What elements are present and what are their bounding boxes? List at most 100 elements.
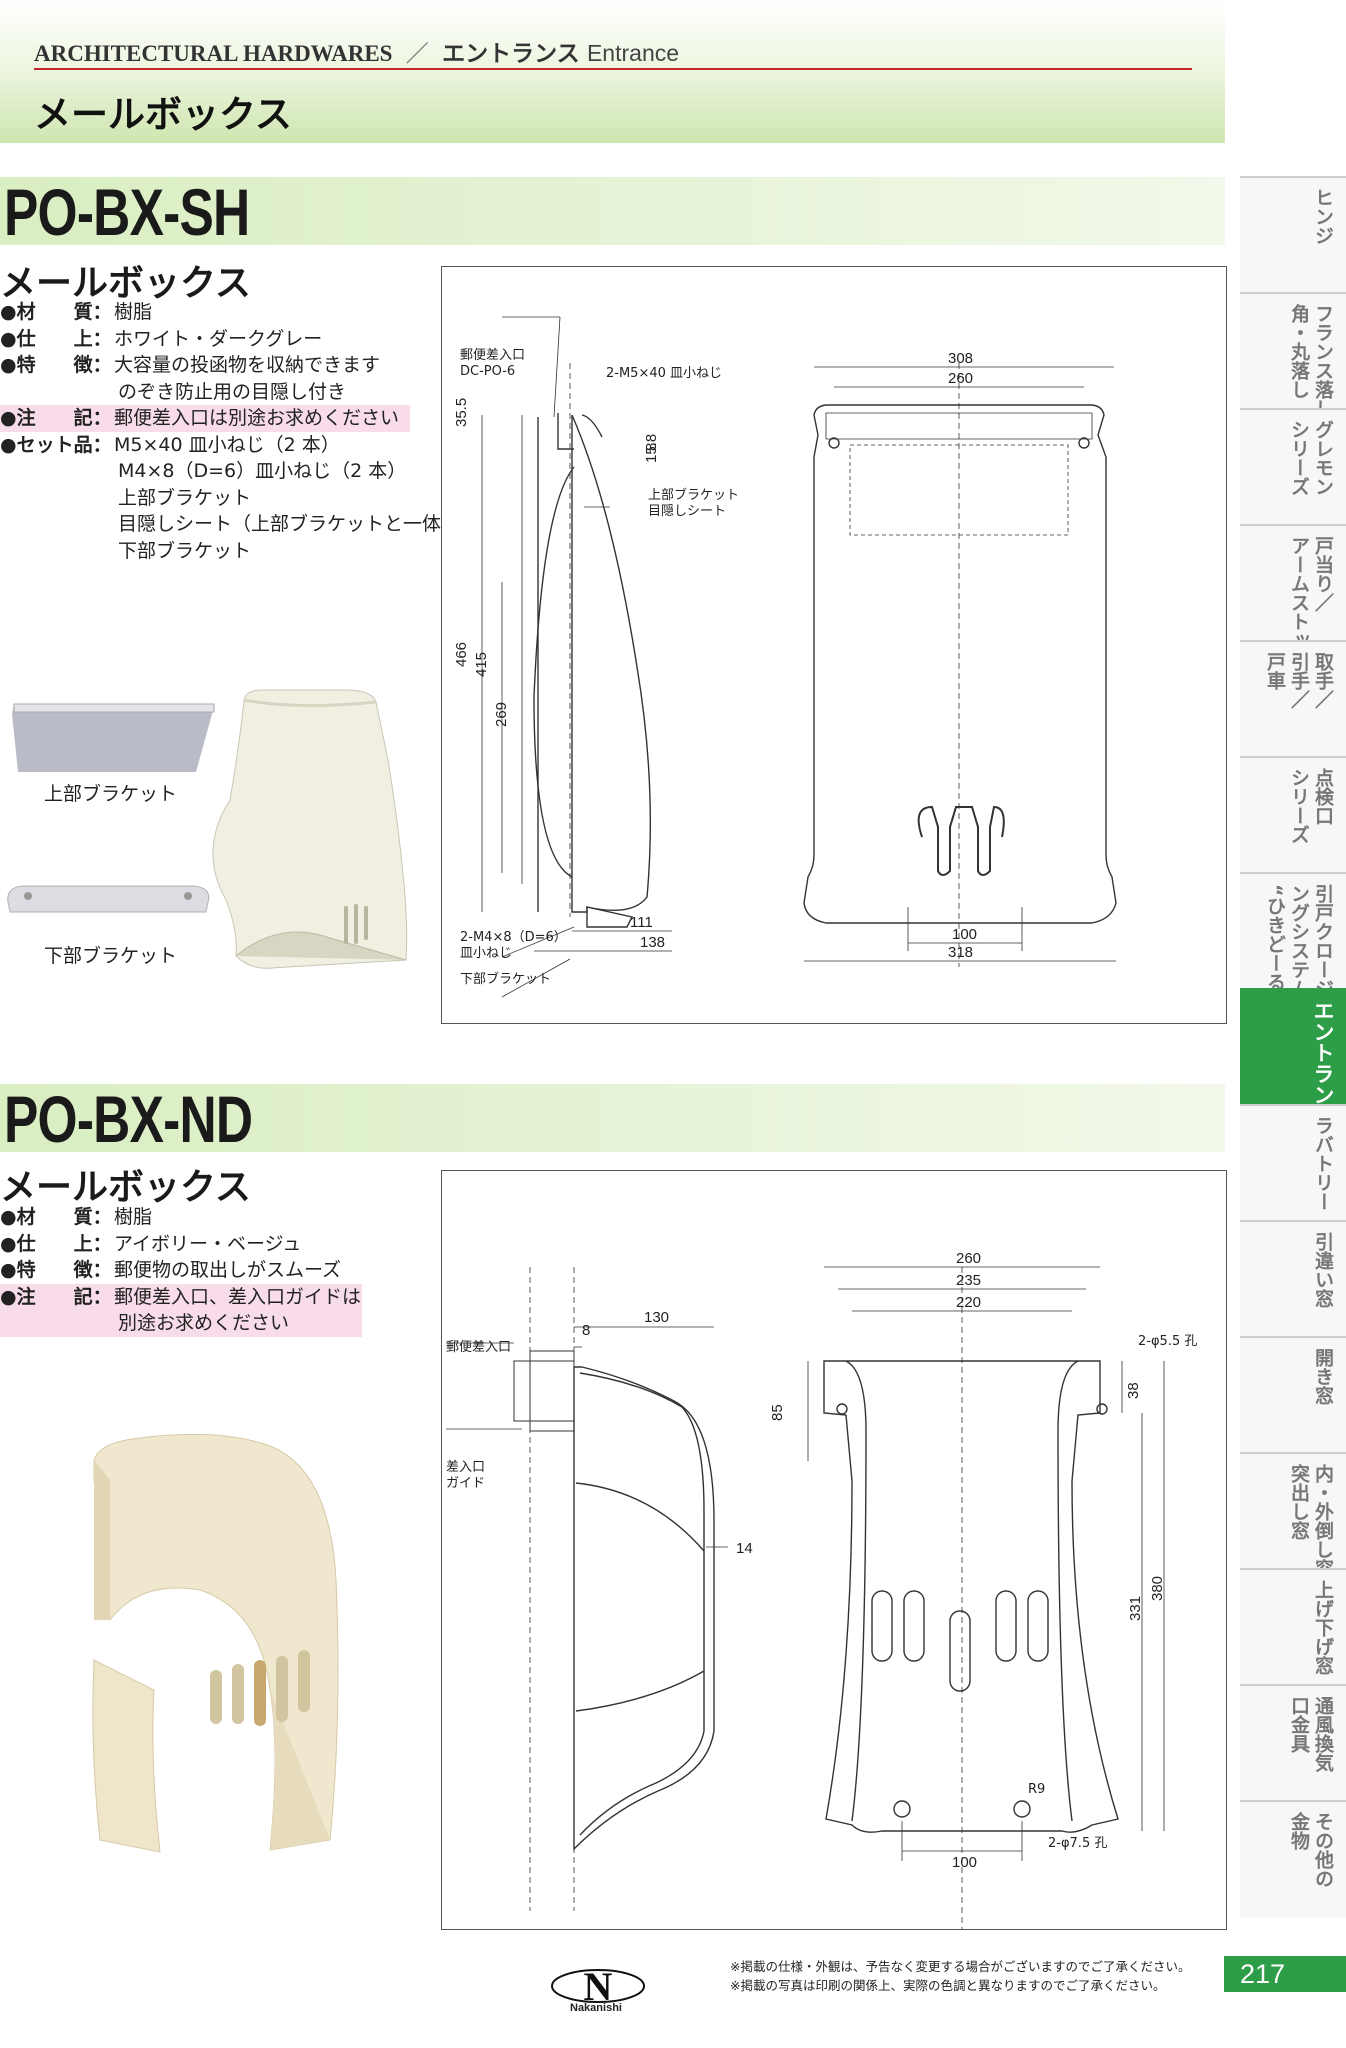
index-tab-5[interactable]: 取手／引手／戸車	[1240, 640, 1346, 758]
svg-text:N: N	[584, 1964, 613, 2009]
index-tab-11[interactable]: 開き窓	[1240, 1336, 1346, 1454]
spec-row: ●特 徴：大容量の投函物を収納できます	[0, 354, 381, 376]
dim-8: 8	[643, 443, 660, 451]
label-mail-slot: 郵便差入口	[460, 348, 525, 363]
label-hole-5-5: 2-φ5.5 孔	[1138, 1334, 1197, 1349]
dim-15-8: 15.8	[643, 434, 660, 463]
footer-note: ※掲載の仕様・外観は、予告なく変更する場合がございますのでご了承ください。	[730, 1959, 1191, 1974]
index-tab-label: “ひきどーる”	[1264, 884, 1286, 1004]
footer-note: ※掲載の写真は印刷の関係上、実際の色調と異なりますのでご了承ください。	[730, 1978, 1166, 1993]
dim-235: 235	[956, 1272, 981, 1289]
label-m4-screw: 2-M4×8（D=6）	[460, 930, 567, 945]
index-tab-10[interactable]: 引違い窓	[1240, 1220, 1346, 1338]
technical-drawing-1-svg: 35.5 8 15.8 466 415 269 111 138 308 260 …	[453, 316, 1117, 998]
index-tab-label: 取手／	[1312, 652, 1334, 709]
index-tab-label: ラバトリー	[1312, 1116, 1334, 1211]
index-tab-7[interactable]: 引戸クロージングシステム“ひきどーる”	[1240, 872, 1346, 1004]
label-mail-slot: 郵便差入口	[446, 1340, 511, 1355]
product-band-1	[0, 177, 1225, 245]
spec-continuation: 上部ブラケット	[118, 486, 252, 509]
label-m5-screw: 2-M5×40 皿小ねじ	[606, 366, 722, 381]
dim-415: 415	[473, 652, 490, 677]
index-tab-8[interactable]: エントランス	[1240, 988, 1346, 1126]
index-tab-15[interactable]: その他の金物	[1240, 1800, 1346, 1918]
index-tab-9[interactable]: ラバトリー	[1240, 1104, 1346, 1222]
index-tab-label: 戸当り／	[1312, 536, 1334, 612]
spec-row: ●特 徴：郵便物の取出しがスムーズ	[0, 1259, 342, 1281]
dim-331: 331	[1127, 1596, 1144, 1621]
product-subtitle-2: メールボックス	[0, 1167, 251, 1208]
spec-continuation: M4×8（D=6）皿小ねじ（2 本）	[118, 460, 407, 482]
index-tab-3[interactable]: グレモンシリーズ	[1240, 408, 1346, 526]
product-model-2: PO-BX-ND	[4, 1082, 253, 1156]
page-title: メールボックス	[34, 93, 292, 136]
index-tab-label: 上げ下げ窓	[1312, 1580, 1334, 1675]
technical-drawing-1: 35.5 8 15.8 466 415 269 111 138 308 260 …	[441, 266, 1227, 1024]
index-tab-label: グレモン	[1312, 420, 1334, 496]
spec-row-note: ●注 記：郵便差入口、差入口ガイドは	[0, 1285, 362, 1308]
dim-380: 380	[1149, 1576, 1166, 1601]
spec-note-block: ●注 記：郵便差入口、差入口ガイドは 別途お求めください	[0, 1283, 362, 1337]
label-upper-bracket: 上部ブラケット	[648, 487, 739, 503]
index-tab-label: 引戸クロージ	[1312, 884, 1334, 998]
product-photo-2-image	[92, 1433, 339, 1853]
index-tab-14[interactable]: 通風換気口金具	[1240, 1684, 1346, 1802]
label-slot-guide-2: ガイド	[446, 1476, 485, 1491]
index-tab-label: 引違い窓	[1312, 1232, 1334, 1308]
dim-100: 100	[952, 926, 977, 943]
dim-220: 220	[956, 1294, 981, 1311]
product-band-2	[0, 1084, 1225, 1152]
index-tab-label: 内・外倒し窓／	[1312, 1464, 1334, 1597]
breadcrumb: ARCHITECTURAL HARDWARES ／ エントランス Entranc…	[34, 34, 679, 68]
dim-85: 85	[769, 1404, 786, 1421]
header-rule	[34, 68, 1192, 70]
dim-466: 466	[453, 642, 470, 667]
spec-row: ●仕 上：ホワイト・ダークグレー	[0, 327, 323, 350]
breadcrumb-separator: ／	[405, 41, 429, 67]
spec-row: ●材 質：樹脂	[0, 301, 153, 323]
index-tab-13[interactable]: 上げ下げ窓	[1240, 1568, 1346, 1686]
index-tab-label: 口金具	[1288, 1696, 1310, 1753]
spec-row: ●材 質：樹脂	[0, 1206, 153, 1228]
nakanishi-logo: N	[551, 1964, 645, 2009]
dim-14: 14	[736, 1540, 753, 1557]
breadcrumb-section-en: Entrance	[586, 40, 680, 66]
spec-continuation: 別途お求めください	[118, 1312, 290, 1334]
spec-row-note: ●注 記：郵便差入口は別途お求めください	[0, 405, 479, 432]
product-photo-2	[80, 1420, 360, 1860]
index-tab-2[interactable]: フランス落し／角・丸落し	[1240, 292, 1346, 437]
spec-list-2: ●材 質：樹脂 ●仕 上：アイボリー・ベージュ ●特 徴：郵便物の取出しがスムー…	[0, 1204, 362, 1337]
index-tab-4[interactable]: 戸当り／アームストッパー	[1240, 524, 1346, 688]
dim-8: 8	[582, 1322, 590, 1339]
dim-269: 269	[493, 702, 510, 727]
dim-308: 308	[948, 350, 973, 367]
dim-130: 130	[644, 1309, 669, 1326]
dim-138: 138	[640, 934, 665, 951]
spec-row: ●仕 上：アイボリー・ベージュ	[0, 1232, 302, 1255]
dim-318: 318	[948, 944, 973, 961]
index-tab-label: 突出し窓	[1288, 1464, 1310, 1540]
index-tab-label: 金物	[1288, 1812, 1310, 1850]
index-tab-label: 角・丸落し	[1288, 304, 1310, 399]
index-tab-label: その他の	[1312, 1812, 1334, 1888]
page-header	[0, 0, 1225, 143]
index-tab-label: ヒンジ	[1312, 188, 1334, 245]
index-tab-label: シリーズ	[1288, 420, 1310, 496]
label-slot-guide-1: 差入口	[446, 1460, 485, 1475]
product-subtitle-1: メールボックス	[0, 263, 251, 304]
dim-38: 38	[1125, 1382, 1142, 1399]
index-tab-label: 点検口	[1312, 768, 1334, 825]
dim-100: 100	[952, 1854, 977, 1871]
index-tab-1[interactable]: ヒンジ	[1240, 176, 1346, 294]
index-tab-12[interactable]: 内・外倒し窓／突出し窓	[1240, 1452, 1346, 1597]
dim-35-5: 35.5	[453, 398, 470, 427]
footer-notes: ※掲載の仕様・外観は、予告なく変更する場合がございますのでご了承ください。 ※掲…	[730, 1957, 1190, 1995]
index-tab-label: フランス落し／	[1312, 304, 1334, 437]
spec-row: ●セット品：M5×40 皿小ねじ（2 本）	[0, 433, 340, 456]
dim-260: 260	[956, 1250, 981, 1267]
index-tab-label: 戸車	[1264, 652, 1286, 690]
spec-continuation: 下部ブラケット	[118, 539, 252, 562]
label-hole-7-5: 2-φ7.5 孔	[1048, 1836, 1107, 1851]
index-tab-6[interactable]: 点検口シリーズ	[1240, 756, 1346, 874]
breadcrumb-section-jp: エントランス	[442, 41, 580, 67]
